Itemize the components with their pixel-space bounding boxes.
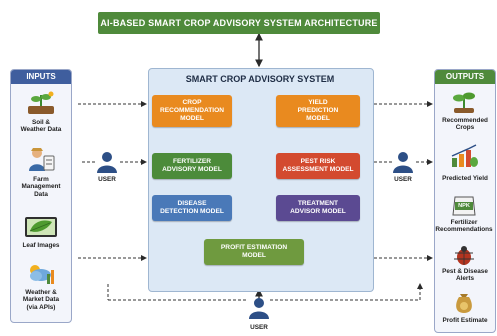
profit-estimation-model[interactable]: PROFIT ESTIMATION MODEL — [204, 239, 304, 265]
output-label-crops: Recommended Crops — [442, 117, 488, 132]
treatment-advisor-model[interactable]: TREATMENT ADVISOR MODEL — [276, 195, 360, 221]
architecture-title: AI-BASED SMART CROP ADVISORY SYSTEM ARCH… — [98, 12, 380, 34]
weather-market-icon — [24, 261, 58, 287]
user-right-icon — [391, 150, 415, 174]
input-label-soil: Soil & Weather Data — [20, 119, 62, 134]
npk-badge: NPK — [458, 203, 470, 209]
output-label-profit: Profit Estimate — [442, 317, 488, 324]
output-label-yield: Predicted Yield — [442, 175, 488, 182]
sprout-icon — [448, 90, 480, 114]
fertilizer-advisory-model[interactable]: FERTILIZER ADVISORY MODEL — [152, 153, 232, 179]
npk-bag-icon — [450, 193, 478, 217]
system-title: SMART CROP ADVISORY SYSTEM — [185, 74, 335, 84]
user-bottom-label: USER — [250, 324, 268, 331]
leaf-image-icon — [22, 214, 60, 240]
outputs-header: OUTPUTS — [435, 70, 495, 84]
disease-detection-model[interactable]: DISEASE DETECTION MODEL — [152, 195, 232, 221]
bug-icon — [450, 244, 478, 266]
user-bottom-icon — [247, 296, 271, 320]
crop-recommendation-model[interactable]: CROP RECOMMENDATION MODEL — [152, 95, 232, 127]
user-left-icon — [95, 150, 119, 174]
input-label-leaf: Leaf Images — [22, 242, 60, 249]
money-bag-icon — [450, 291, 478, 315]
pest-risk-assessment-model[interactable]: PEST RISK ASSESSMENT MODEL — [276, 153, 360, 179]
soil-plant-icon — [24, 90, 58, 116]
output-label-fertilizer: Fertilizer Recommendations — [435, 219, 493, 234]
input-label-weather: Weather & Market Data (via APIs) — [22, 289, 60, 311]
farmer-clipboard-icon — [24, 146, 58, 172]
output-label-pest: Pest & Disease Alerts — [442, 268, 488, 283]
yield-prediction-model[interactable]: YIELD PREDICTION MODEL — [276, 95, 360, 127]
user-left-label: USER — [98, 176, 116, 183]
bar-chart-icon — [448, 144, 480, 168]
input-label-farm: Farm Management Data — [21, 176, 61, 198]
inputs-header: INPUTS — [11, 70, 71, 84]
user-right-label: USER — [394, 176, 412, 183]
